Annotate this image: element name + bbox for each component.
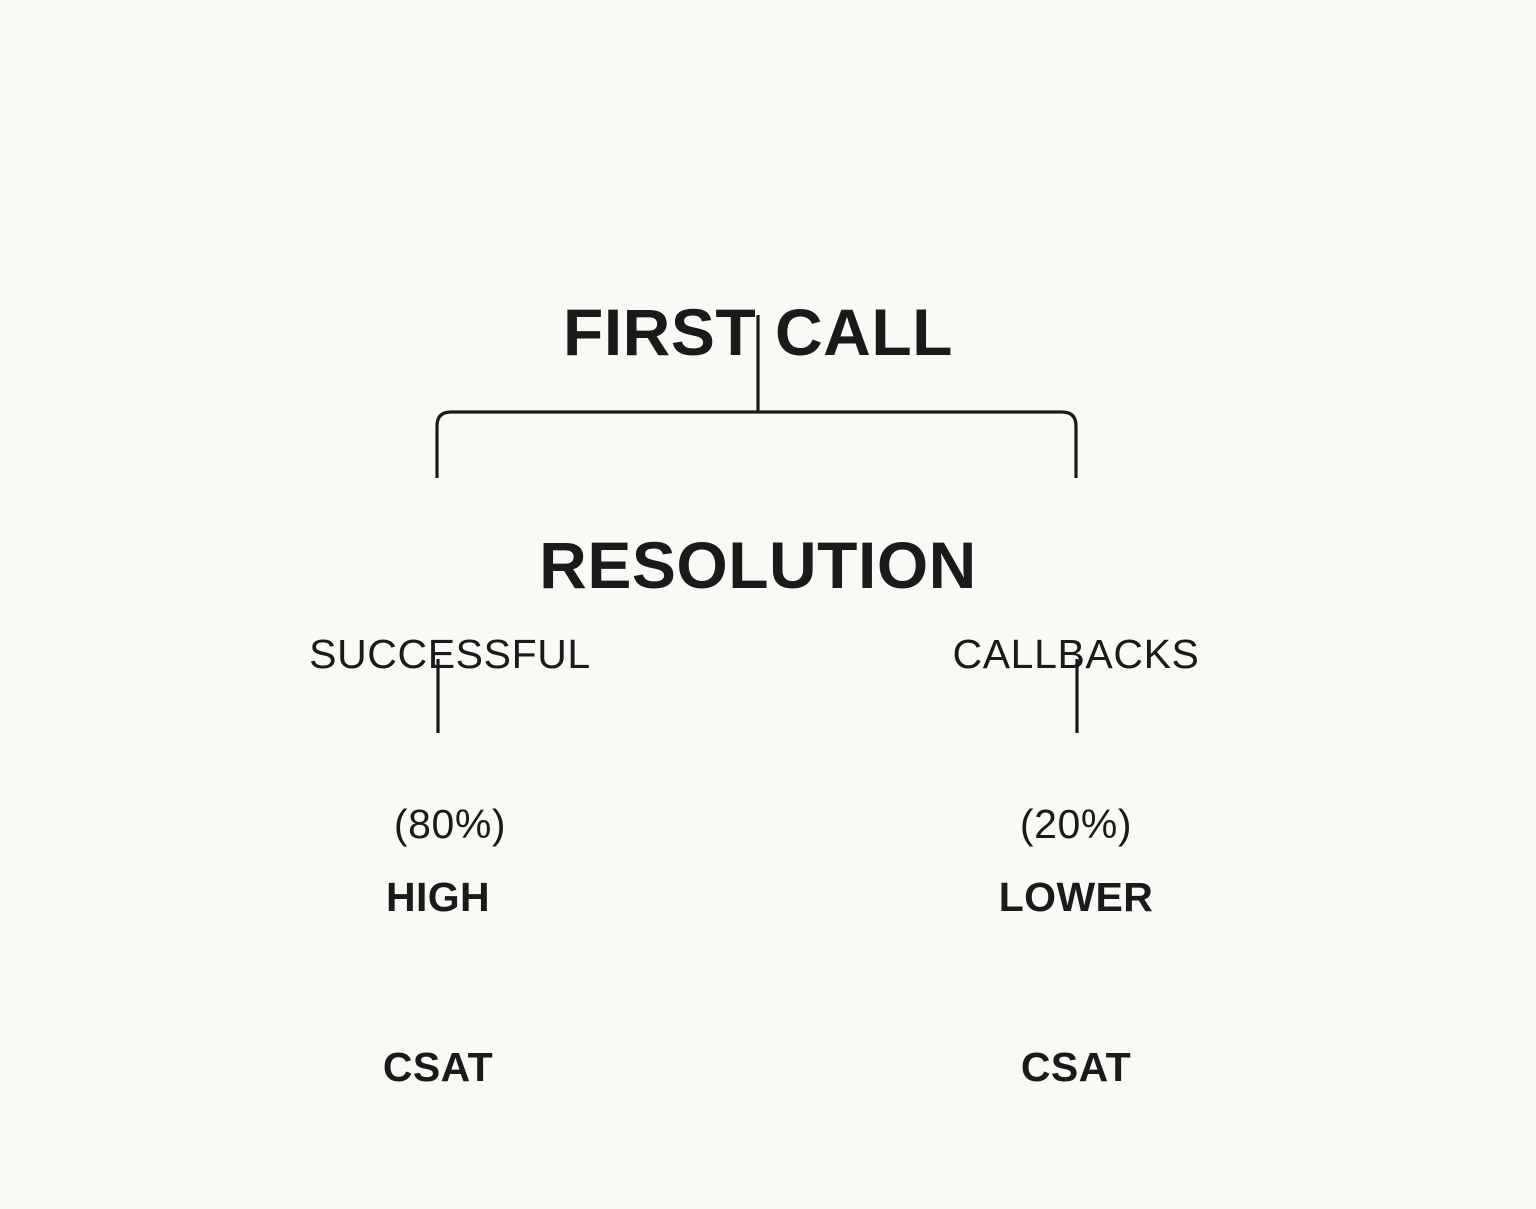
- branch-node-successful: SUCCESSFUL (80%): [200, 513, 700, 966]
- leaf-node-high-csat-line-1: HIGH: [385, 874, 491, 921]
- leaf-node-high-csat: HIGH CSAT: [238, 756, 638, 1209]
- diagram-canvas: FIRST CALL RESOLUTION SUCCESSFUL (80%) C…: [200, 138, 1326, 1090]
- root-node-label-line-2: RESOLUTION: [539, 528, 977, 603]
- branch-node-callbacks: CALLBACKS (20%): [826, 513, 1326, 966]
- branch-node-callbacks-label: CALLBACKS: [952, 631, 1200, 678]
- leaf-node-high-csat-line-2: CSAT: [382, 1043, 494, 1090]
- root-node-first-call-resolution: FIRST CALL RESOLUTION: [368, 138, 1148, 761]
- branch-node-successful-label: SUCCESSFUL: [309, 631, 591, 678]
- leaf-node-lower-csat-line-1: LOWER: [998, 874, 1154, 921]
- root-node-label-line-1: FIRST CALL: [563, 294, 953, 369]
- leaf-node-lower-csat: LOWER CSAT: [876, 756, 1276, 1209]
- leaf-node-lower-csat-line-2: CSAT: [1020, 1043, 1132, 1090]
- branch-node-successful-percent: (80%): [393, 800, 507, 847]
- branch-node-callbacks-percent: (20%): [1019, 800, 1133, 847]
